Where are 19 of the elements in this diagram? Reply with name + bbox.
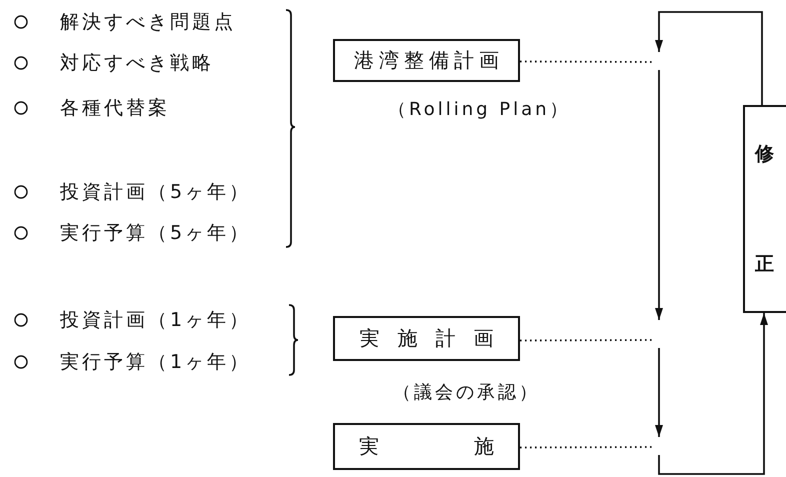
- box-label: 実施: [359, 433, 589, 460]
- list-item-text: 実行予算（1ヶ年）: [60, 351, 252, 373]
- box-note: （Rolling Plan）: [388, 99, 571, 121]
- list-item-text: 各種代替案: [60, 97, 170, 119]
- box-note: （議会の承認）: [393, 382, 540, 404]
- flow-arrow: [658, 313, 768, 475]
- box-label: 港湾整備計画: [354, 47, 504, 74]
- process-box: [743, 105, 786, 313]
- list-item-text: 実行予算（5ヶ年）: [60, 222, 252, 244]
- process-box: [333, 316, 520, 361]
- list-item-text: 投資計画（5ヶ年）: [60, 181, 252, 203]
- box-label: 実施計画: [360, 325, 512, 352]
- list-item-text: 投資計画（1ヶ年）: [60, 309, 252, 331]
- process-box: [333, 39, 520, 82]
- process-box: [333, 423, 520, 470]
- box-label: 修正: [755, 142, 774, 277]
- list-item-text: 対応すべき戦略: [60, 52, 214, 74]
- list-item-text: 解決すべき問題点: [60, 11, 236, 33]
- flow-arrow: [655, 11, 763, 105]
